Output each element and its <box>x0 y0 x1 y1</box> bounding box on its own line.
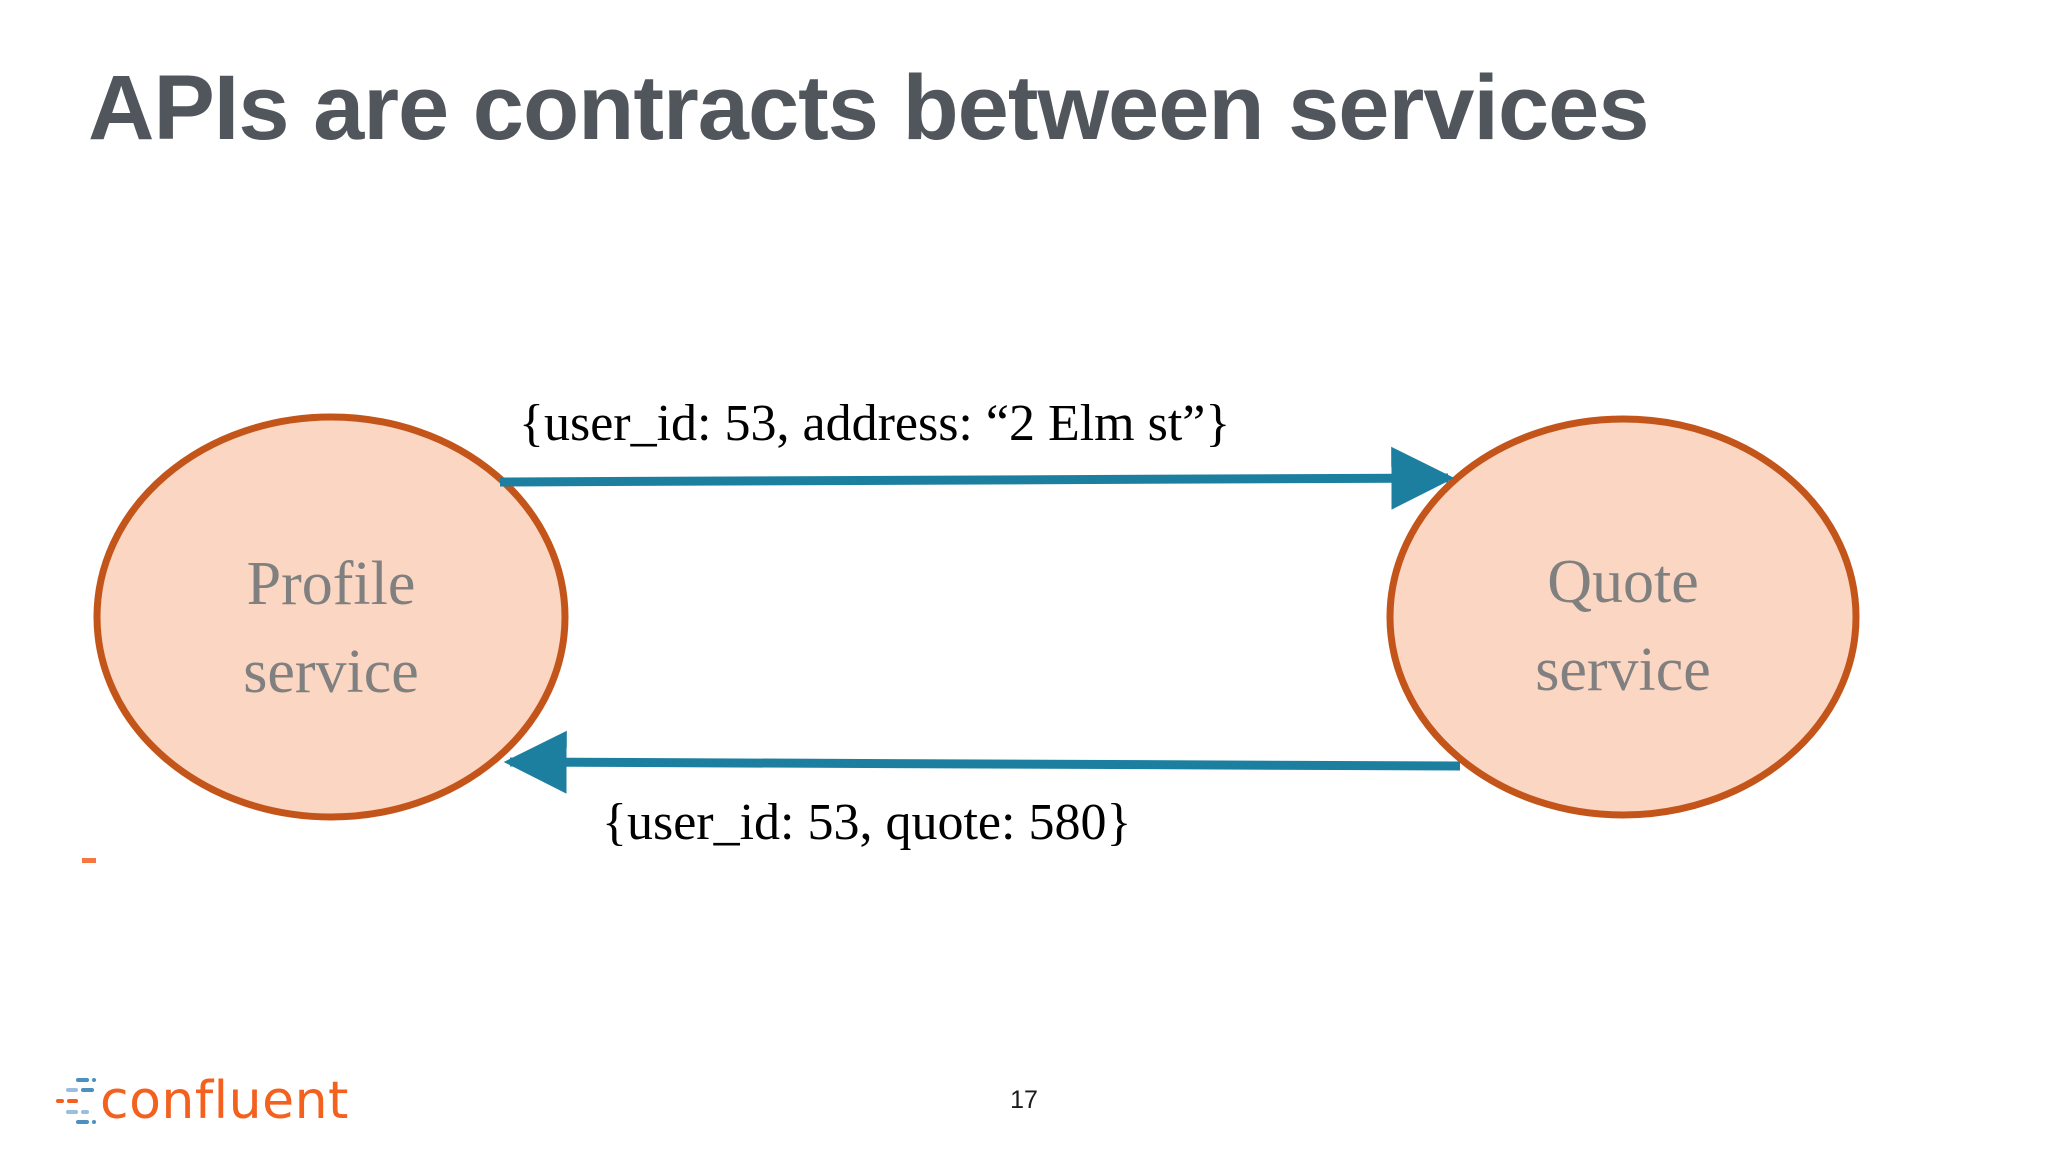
confluent-wordmark: confluent <box>100 1071 349 1131</box>
confluent-logo-mark <box>56 1078 96 1124</box>
node-quote-service-label: Quote service <box>1390 538 1856 714</box>
page-title: APIs are contracts between services <box>88 57 1650 159</box>
node-profile-service[interactable] <box>93 413 569 821</box>
edge-request-label: {user_id: 53, address: “2 Elm st”} <box>519 395 1231 452</box>
edge-response-arrow <box>503 730 1461 794</box>
node-quote-service-label-line2: service <box>1535 636 1711 704</box>
node-profile-service-label-line1: Profile <box>246 550 416 618</box>
confluent-logo: confluent <box>56 1070 349 1132</box>
edge-request-arrow <box>499 446 1455 510</box>
node-quote-service[interactable] <box>1386 415 1860 819</box>
stray-dash-mark <box>82 858 96 863</box>
page-number: 17 <box>1010 1086 1038 1114</box>
node-profile-service-label: Profile service <box>97 540 565 716</box>
node-quote-service-label-line1: Quote <box>1547 548 1699 616</box>
edge-response-label: {user_id: 53, quote: 580} <box>602 794 1132 851</box>
node-profile-service-label-line2: service <box>243 638 419 706</box>
